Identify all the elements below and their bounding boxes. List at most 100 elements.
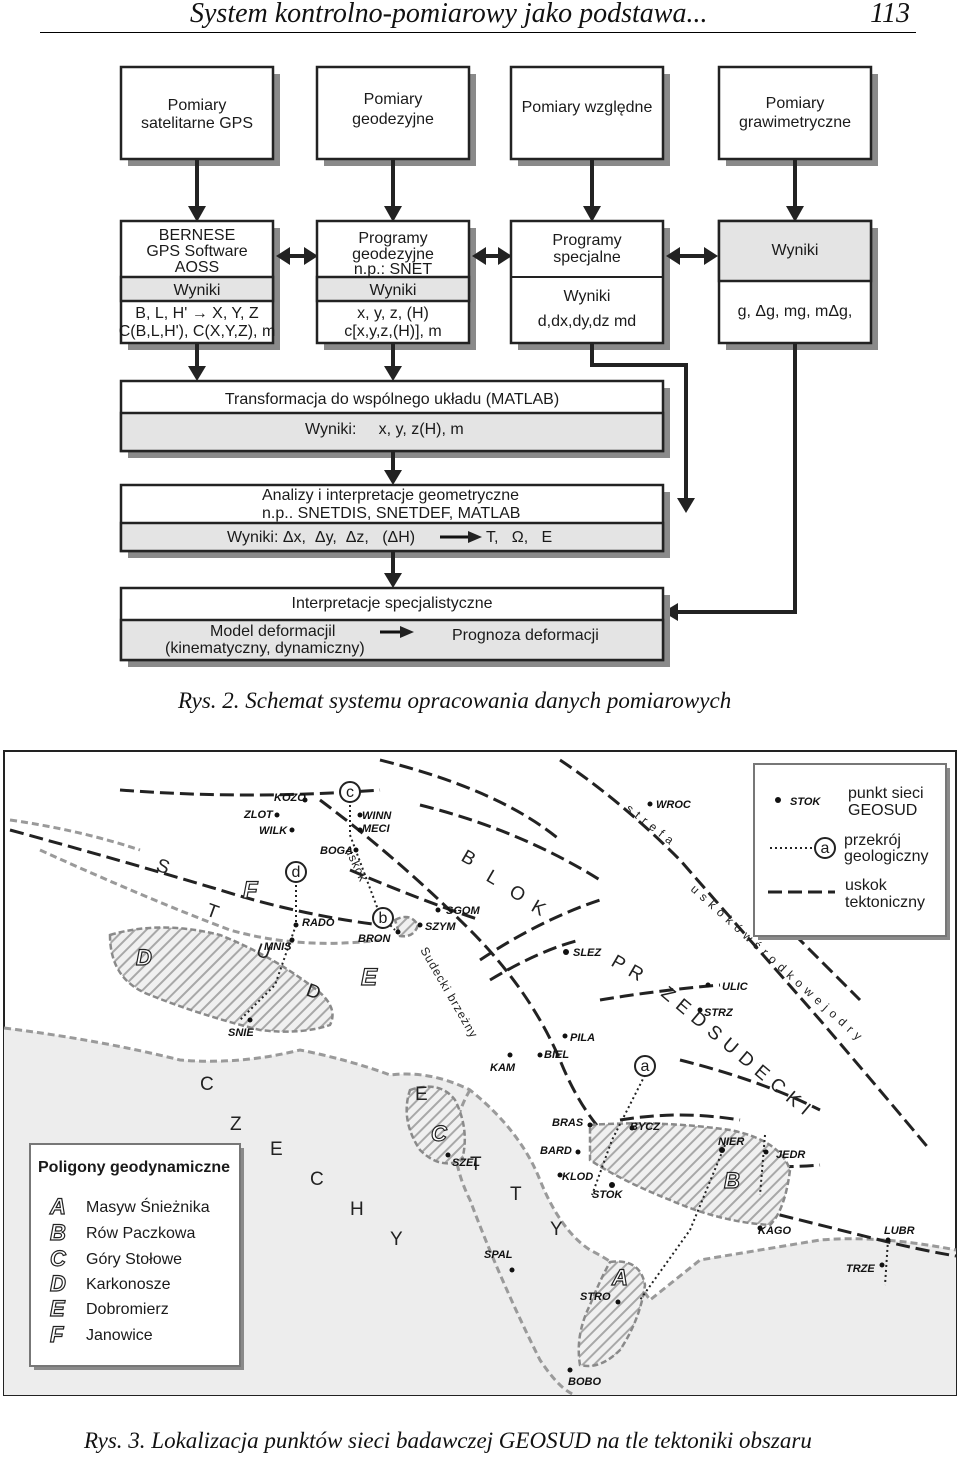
state-border <box>3 1026 957 1303</box>
legend-letter-D: D <box>50 1271 66 1296</box>
legend-letter-E: E <box>50 1296 66 1321</box>
station-szym: SZYM <box>425 921 456 933</box>
station-boga: BOGA <box>320 845 353 857</box>
map-letter-A: A <box>611 1265 628 1290</box>
station-bard: BARD <box>540 1145 572 1157</box>
svg-text:C: C <box>200 1074 215 1095</box>
svg-text:T: T <box>470 1154 483 1175</box>
geod-r2: c[x,y,z,(H)], m <box>344 323 441 340</box>
analysis-l3b: T, Ω, E <box>486 529 552 546</box>
station-bycz: BYCZ <box>630 1121 661 1133</box>
polygon-D <box>108 926 334 1033</box>
interp-title: Interpretacje specjalistyczne <box>292 595 493 612</box>
top-box-relative: Pomiary względne <box>509 65 670 166</box>
geod-l1: Programy <box>358 230 427 247</box>
legend-letter-B: B <box>50 1220 66 1245</box>
geod-l2: geodezyjne <box>352 246 434 263</box>
figure-2-caption: Rys. 2. Schemat systemu opracowania dany… <box>178 688 732 713</box>
station-sgom: SGOM <box>446 905 480 917</box>
top-box-relative-l1: Pomiary względne <box>522 99 653 116</box>
station-mnis: MNIS <box>264 941 292 953</box>
running-title: System kontrolno-pomiarowy jako podstawa… <box>190 0 708 29</box>
top-box-gps: Pomiary satelitarne GPS <box>119 65 280 166</box>
station-bobo: BOBO <box>568 1376 601 1388</box>
polygon-C <box>405 1085 467 1165</box>
station-kozo: KOZO <box>274 792 306 804</box>
station-klod: KLOD <box>562 1171 593 1183</box>
top-box-gravimetric: Pomiary grawimetryczne <box>717 65 878 166</box>
figure-3-map: c d b a D F E C B A S T U D C Z E C H Y … <box>3 750 957 1397</box>
special-l2: specjalne <box>553 249 621 266</box>
arrows-to-transform <box>188 343 797 621</box>
legend-letter-C: C <box>50 1246 67 1271</box>
station-nier: NIER <box>718 1136 744 1148</box>
station-strz: STRZ <box>704 1007 734 1019</box>
station-snie: SNIE <box>228 1027 254 1039</box>
xsec-markers: c d b a <box>285 781 656 1077</box>
legend-xsec-mark: a <box>821 840 830 857</box>
top-box-gps-l2: satelitarne GPS <box>141 115 253 132</box>
xsec-c: c <box>346 784 354 801</box>
svg-text:E: E <box>270 1139 284 1160</box>
legend-fault-desc2: tektoniczny <box>845 894 925 911</box>
map-letter-D: D <box>136 945 152 970</box>
figure-3-caption: Rys. 3. Lokalizacja punktów sieci badawc… <box>84 1428 812 1453</box>
bernese-wyniki: Wyniki <box>174 282 221 299</box>
polygon-E <box>393 915 420 938</box>
bernese-r1: B, L, H' → X, Y, Z <box>135 305 259 322</box>
top-box-gps-l1: Pomiary <box>168 97 227 114</box>
analysis-l3a: Wyniki: Δx, Δy, Δz, (ΔH) <box>227 529 415 546</box>
station-rado: RADO <box>302 917 335 929</box>
map-letter-B: B <box>724 1168 740 1193</box>
interp-left2: (kinematyczny, dynamiczny) <box>165 640 365 657</box>
map-letter-F: F <box>243 877 259 904</box>
legend-name-F: Janowice <box>86 1327 153 1344</box>
station-stro: STRO <box>580 1291 611 1303</box>
station-szel: SZEL <box>452 1157 480 1169</box>
top-box-geodesy-l1: Pomiary <box>364 91 423 108</box>
top-box-geodesy: Pomiary geodezyjne <box>315 65 476 166</box>
bernese-r2: C(B,L,H'), C(X,Y,Z), m <box>119 323 276 340</box>
legend-fault-desc1: uskok <box>845 877 888 894</box>
station-stok: STOK <box>592 1189 623 1201</box>
station-zlot: ZLOT <box>243 809 274 821</box>
bernese-l1: BERNESE <box>159 227 235 244</box>
polygon-letters-map: D F E C B A <box>135 876 740 1290</box>
svg-text:U: U <box>253 940 274 965</box>
arrows-top-down <box>188 159 804 222</box>
xsec-d: d <box>292 864 301 881</box>
interp-left1: Model deformacjil <box>210 623 335 640</box>
station-slez: SLEZ <box>573 947 602 959</box>
arrows-horizontal <box>276 247 718 265</box>
top-box-grav-l2: grawimetryczne <box>739 114 851 131</box>
polygon-A <box>577 1260 647 1368</box>
svg-text:C: C <box>310 1169 325 1190</box>
map-legend: STOK punkt sieci GEOSUD a przekrój geolo… <box>753 763 950 940</box>
svg-text:H: H <box>350 1199 365 1220</box>
station-kago: KAGO <box>758 1225 791 1237</box>
svg-text:D: D <box>303 980 324 1005</box>
station-kam: KAM <box>490 1062 516 1074</box>
special-wyniki: Wyniki <box>564 288 611 305</box>
station-bras: BRAS <box>552 1117 584 1129</box>
legend-name-A: Masyw Śnieżnika <box>86 1197 210 1216</box>
legend-point-desc2: GEOSUD <box>848 802 917 819</box>
station-wilk: WILK <box>259 825 288 837</box>
legend-letter-F: F <box>50 1322 64 1347</box>
svg-text:Y: Y <box>390 1229 404 1250</box>
analysis-l1: Analizy i interpretacje geometryczne <box>262 487 519 504</box>
station-pila: PILA <box>570 1032 595 1044</box>
grav-wyniki: Wyniki <box>772 242 819 259</box>
top-box-geodesy-l2: geodezyjne <box>352 111 434 128</box>
map-letter-E: E <box>361 964 378 991</box>
map-letter-C: C <box>431 1121 448 1146</box>
polygon-B <box>588 1122 792 1227</box>
geod-r1: x, y, z, (H) <box>357 305 429 322</box>
special-l1: Programy <box>552 232 621 249</box>
prog-box-special: Programy specjalne Wyniki d,dx,dy,dz md <box>509 219 670 350</box>
svg-text:E: E <box>415 1084 429 1105</box>
legend-name-D: Karkonosze <box>86 1276 171 1293</box>
page-header: System kontrolno-pomiarowy jako podstawa… <box>40 0 916 33</box>
station-spal: SPAL <box>484 1249 513 1261</box>
station-bron: BRON <box>358 933 391 945</box>
